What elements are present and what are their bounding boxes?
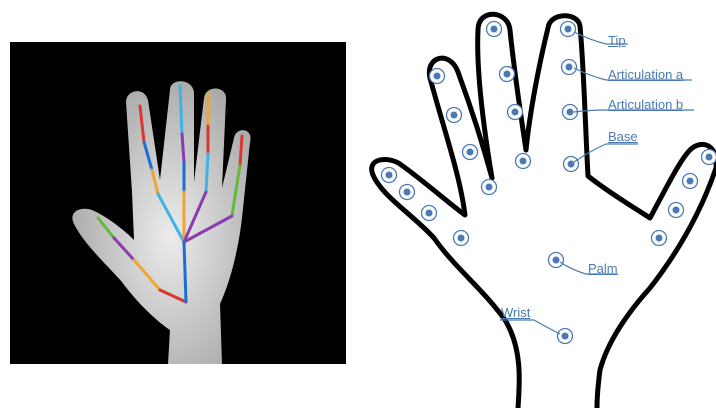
middle-middle-bone [182,134,184,162]
thumb-articulation-a-joint [400,185,415,200]
palm-label: Palm [588,262,618,275]
index-articulation-a-joint [447,108,462,123]
little-base-joint [652,231,667,246]
thumb-articulation-b-joint [422,206,437,221]
wrist-label: Wrist [501,306,530,319]
palm-joint [549,253,564,268]
tip-label: Tip [608,34,626,47]
middle-tip-joint [487,22,502,37]
base-label: Base [608,130,638,143]
middle-articulation-b-joint [508,105,523,120]
hand-joint-diagram [358,0,716,408]
palm-wrist-bone [184,242,186,302]
ring-tip-joint [561,22,576,37]
ring-articulation-a-joint [562,60,577,75]
middle-articulation-a-joint [500,67,515,82]
index-tip-joint [430,69,445,84]
thumb-base-joint [454,231,469,246]
wrist-joint [558,329,573,344]
little-tip-bone [240,136,242,166]
middle-base-joint [516,154,531,169]
articulation-a-label: Articulation a [608,68,683,81]
little-articulation-b-joint [669,203,684,218]
ring-proximal-bone [206,154,208,192]
middle-tip-bone [180,86,182,134]
little-articulation-a-joint [683,174,698,189]
base-leader [574,144,638,162]
little-tip-joint [702,150,716,165]
articulation-b-label: Articulation b [608,98,683,111]
index-articulation-b-joint [463,145,478,160]
index-base-joint [482,180,497,195]
thumb-tip-joint [382,168,397,183]
depth-image-panel [10,42,346,364]
ring-base-joint [564,157,579,172]
